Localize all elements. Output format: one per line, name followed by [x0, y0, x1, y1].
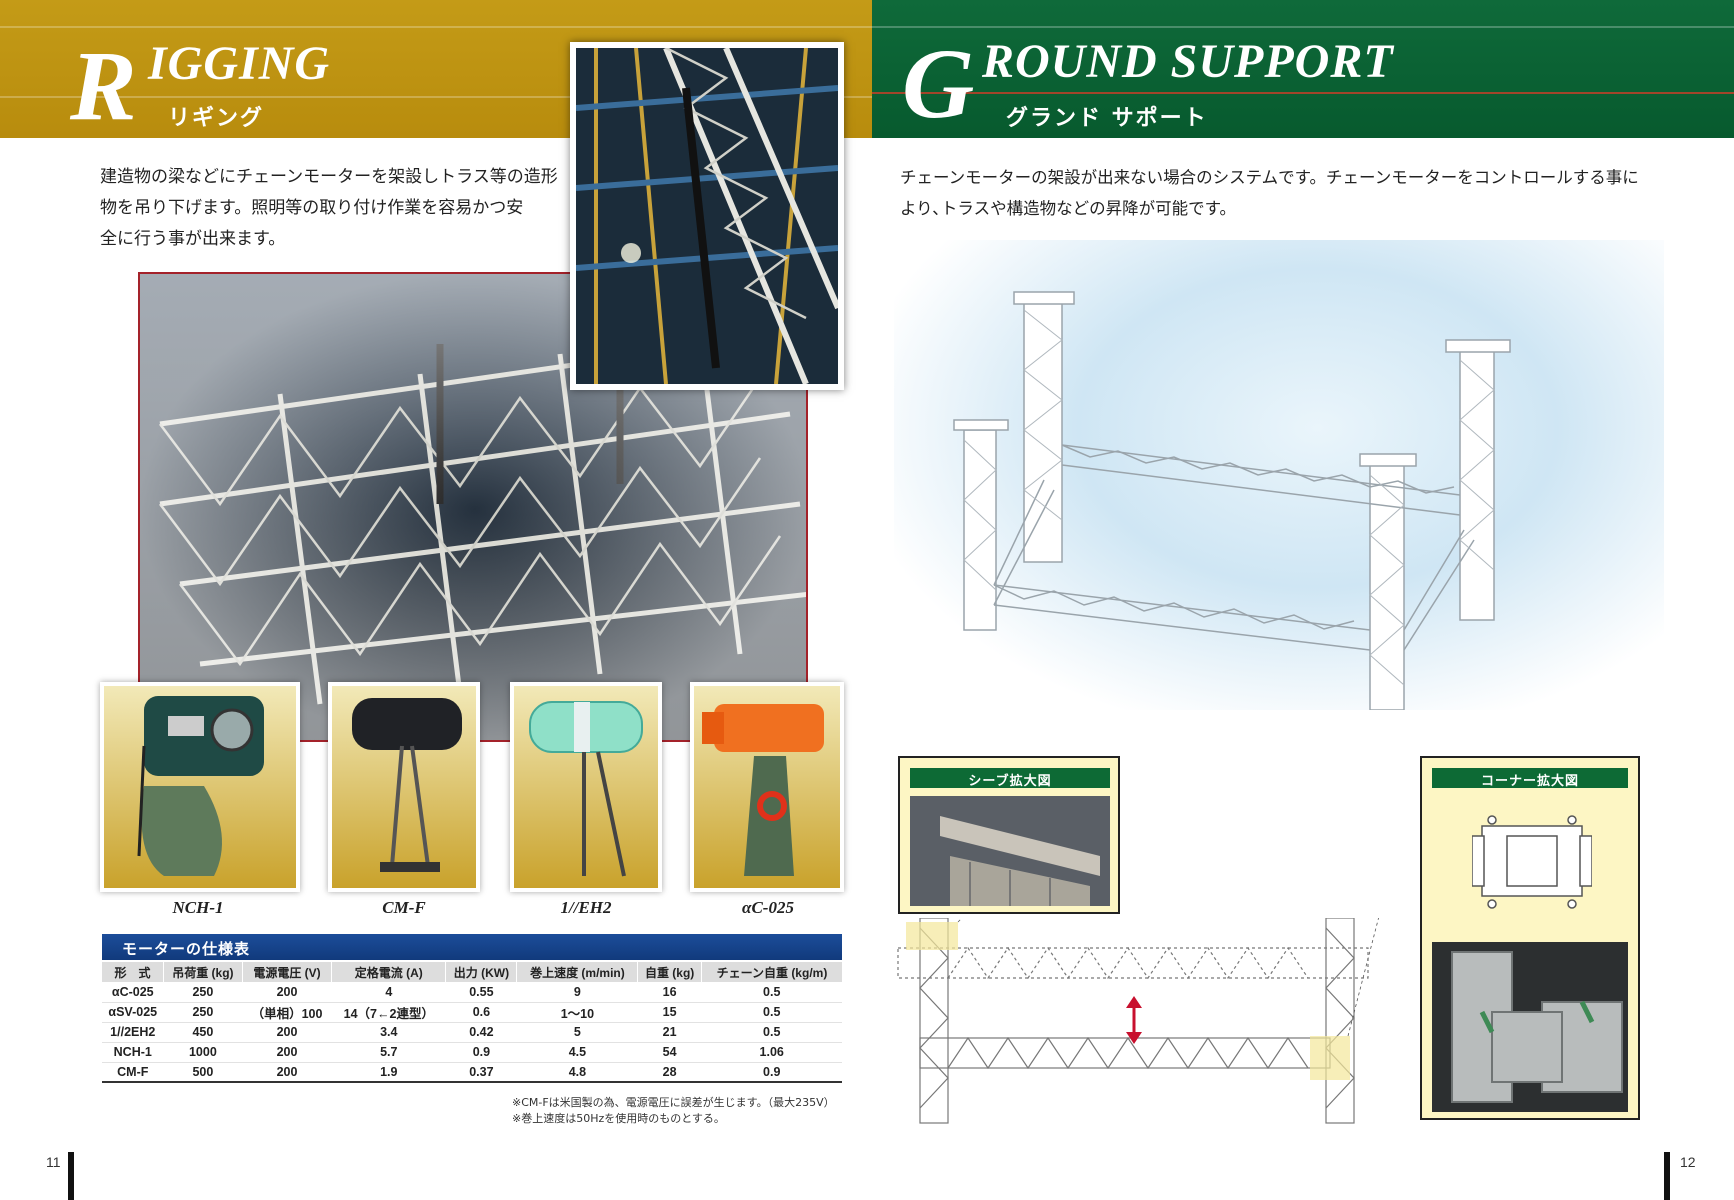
table-cell: 5: [516, 1022, 638, 1043]
table-cell: 1〜10: [516, 1002, 638, 1023]
sheave-photo: [910, 796, 1110, 906]
heading-kana: リギング: [168, 106, 265, 131]
table-cell: 0.6: [445, 1002, 517, 1023]
rigging-intro: 建造物の梁などにチェーンモーターを架設しトラス等の造形 物を吊り下げます。照明等…: [100, 162, 560, 255]
hoist-label-nch1: NCH-1: [172, 898, 224, 917]
table-cell: 0.42: [445, 1022, 517, 1043]
table-cell: 200: [242, 1022, 332, 1043]
hoist-label-eh2: 1//EH2: [560, 898, 612, 917]
table-cell: αSV-025: [102, 1002, 164, 1023]
table-cell: 16: [637, 982, 702, 1003]
column-header: 定格電流 (A): [331, 962, 446, 982]
table-cell: 200: [242, 1042, 332, 1063]
table-cell: 1//2EH2: [102, 1022, 164, 1043]
table-cell: 200: [242, 982, 332, 1003]
table-cell: 9: [516, 982, 638, 1003]
rigging-truss-photo: [138, 272, 808, 742]
column-header: 自重 (kg): [637, 962, 702, 982]
table-row: CM-F 500 200 1.9 0.37 4.8 28 0.9: [102, 1062, 842, 1083]
lift-arrow-icon: [1126, 996, 1142, 1044]
heading-initial: G: [902, 28, 975, 138]
hoist-photo-cmf: [328, 682, 480, 892]
intro-line: より､トラスや構造物などの昇降が可能です。: [900, 199, 1236, 218]
sheave-detail-box: シーブ拡大図: [898, 756, 1120, 914]
intro-line: 全に行う事が出来ます。: [100, 229, 286, 249]
intro-line: 建造物の梁などにチェーンモーターを架設しトラス等の造形: [100, 167, 558, 187]
table-cell: CM-F: [102, 1062, 164, 1083]
table-cell: 1.9: [331, 1062, 446, 1083]
table-cell: 54: [637, 1042, 702, 1063]
heading-initial: R: [70, 30, 137, 138]
table-cell: 4.5: [516, 1042, 638, 1063]
hoist-photo-eh2: [510, 682, 662, 892]
table-cell: 0.55: [445, 982, 517, 1003]
sheave-detail-label: シーブ拡大図: [910, 768, 1110, 788]
table-row: NCH-1 1000 200 5.7 0.9 4.5 54 1.06: [102, 1042, 842, 1063]
table-header-row: 形 式 吊荷重 (kg) 電源電圧 (V) 定格電流 (A) 出力 (KW) 巻…: [102, 962, 842, 982]
table-cell: 5.7: [331, 1042, 446, 1063]
table-cell: 28: [637, 1062, 702, 1083]
table-cell: 0.5: [701, 982, 842, 1003]
table-cell: 3.4: [331, 1022, 446, 1043]
table-cell: 1000: [163, 1042, 243, 1063]
ground-support-header: G ROUND SUPPORT グランド サポート: [872, 0, 1734, 138]
table-cell: （単相）100: [242, 1002, 332, 1023]
table-cell: 0.5: [701, 1022, 842, 1043]
table-cell: 450: [163, 1022, 243, 1043]
corner-drawing: [1472, 815, 1592, 909]
table-cell: 250: [163, 982, 243, 1003]
rigging-inset-photo: [570, 42, 844, 390]
corner-detail-box: コーナー拡大図: [1420, 756, 1640, 1120]
column-header: 形 式: [102, 962, 164, 982]
column-header: 吊荷重 (kg): [163, 962, 243, 982]
table-cell: 250: [163, 1002, 243, 1023]
table-cell: 500: [163, 1062, 243, 1083]
page-marker-right: [1664, 1152, 1670, 1200]
column-header: 出力 (KW): [445, 962, 517, 982]
table-row: αSV-025 250 （単相）100 14（7←2連型） 0.6 1〜10 1…: [102, 1002, 842, 1023]
corner-photo: [1432, 942, 1628, 1112]
heading-kana: グランド サポート: [1006, 106, 1208, 131]
hoist-label-cmf: CM-F: [382, 898, 426, 917]
spec-note: ※CM-Fは米国製の為、電源電圧に誤差が生じます。（最大235V）: [512, 1096, 835, 1109]
table-row: 1//2EH2 450 200 3.4 0.42 5 21 0.5: [102, 1022, 842, 1043]
heading-rest: IGGING: [148, 37, 331, 90]
table-cell: 14（7←2連型）: [331, 1002, 446, 1023]
table-cell: 0.9: [445, 1042, 517, 1063]
table-cell: 1.06: [701, 1042, 842, 1063]
heading-rest: ROUND SUPPORT: [982, 35, 1394, 88]
table-cell: 0.9: [701, 1062, 842, 1083]
table-cell: 21: [637, 1022, 702, 1043]
spec-note: ※巻上速度は50Hzを使用時のものとする。: [512, 1112, 725, 1125]
spec-table-title: モーターの仕様表: [102, 934, 842, 960]
elevation-diagram: [897, 918, 1379, 1124]
ground-support-render: [894, 240, 1664, 711]
table-cell: 4: [331, 982, 446, 1003]
table-cell: NCH-1: [102, 1042, 164, 1063]
column-header: 電源電圧 (V): [241, 962, 332, 982]
ground-support-intro: チェーンモーターの架設が出来ない場合のシステムです。チェーンモーターをコントロー…: [900, 162, 1680, 224]
column-header: チェーン自重 (kg/m): [700, 962, 842, 982]
page-number-left: 11: [46, 1154, 61, 1170]
spec-table: 形 式 吊荷重 (kg) 電源電圧 (V) 定格電流 (A) 出力 (KW) 巻…: [102, 962, 842, 1083]
table-row: αC-025 250 200 4 0.55 9 16 0.5: [102, 982, 842, 1003]
intro-line: チェーンモーターの架設が出来ない場合のシステムです。チェーンモーターをコントロー…: [900, 168, 1639, 187]
column-header: 巻上速度 (m/min): [516, 962, 638, 982]
hoist-photo-nch1: [100, 682, 300, 892]
table-cell: 0.5: [701, 1002, 842, 1023]
table-cell: 4.8: [516, 1062, 638, 1083]
hoist-label-ac025: αC-025: [742, 898, 794, 917]
table-cell: 200: [242, 1062, 332, 1083]
hoist-photo-ac025: [690, 682, 844, 892]
corner-detail-label: コーナー拡大図: [1432, 768, 1628, 788]
table-cell: 0.37: [445, 1062, 517, 1083]
intro-line: 物を吊り下げます。照明等の取り付け作業を容易かつ安: [100, 198, 524, 218]
table-cell: 15: [637, 1002, 702, 1023]
table-cell: αC-025: [102, 982, 164, 1003]
page-number-right: 12: [1680, 1154, 1696, 1170]
page-marker-left: [68, 1152, 74, 1200]
